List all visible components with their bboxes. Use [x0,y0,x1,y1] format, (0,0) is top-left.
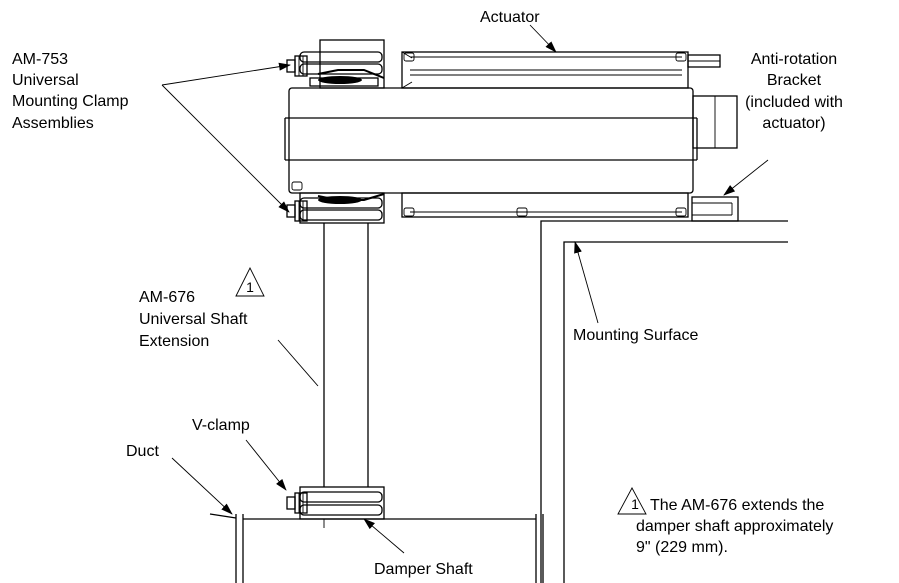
label-bracket-line3: (included with [745,94,843,111]
note-marker-footnote: 1 [617,487,647,515]
label-bracket-line4: actuator) [762,115,825,132]
note-marker-footnote-text: 1 [631,496,639,512]
mounting-surface [540,220,788,583]
label-vclamp: V-clamp [192,417,250,434]
label-extension-line3: Extension [139,333,209,350]
label-extension-line2: Universal Shaft [139,311,248,328]
label-clamp-line1: AM-753 [12,51,68,68]
label-mounting-surface: Mounting Surface [573,327,699,344]
label-bracket-line1: Anti-rotation [751,51,837,68]
note-line3: 9" (229 mm). [636,539,728,556]
note-marker-extension: 1 [235,266,265,297]
label-clamp-line4: Assemblies [12,115,94,132]
leader-lines [161,24,769,554]
label-actuator: Actuator [480,9,540,26]
v-clamp [286,486,385,520]
duct [209,513,544,583]
shaft-extension [323,223,369,487]
label-extension-line1: AM-676 [139,289,195,306]
label-duct: Duct [126,443,159,460]
label-clamp-line3: Mounting Clamp [12,93,129,110]
note-line2: damper shaft approximately [636,518,833,535]
actuator [284,51,738,218]
top-mounting-clamp [286,39,385,89]
note-marker-extension-text: 1 [246,279,254,295]
anti-rotation-bracket [691,196,739,222]
note-line1: The AM-676 extends the [650,497,824,514]
label-damper-shaft: Damper Shaft [374,561,473,578]
label-clamp-line2: Universal [12,72,79,89]
label-bracket-line2: Bracket [767,72,822,89]
bottom-mounting-clamp [286,192,385,224]
